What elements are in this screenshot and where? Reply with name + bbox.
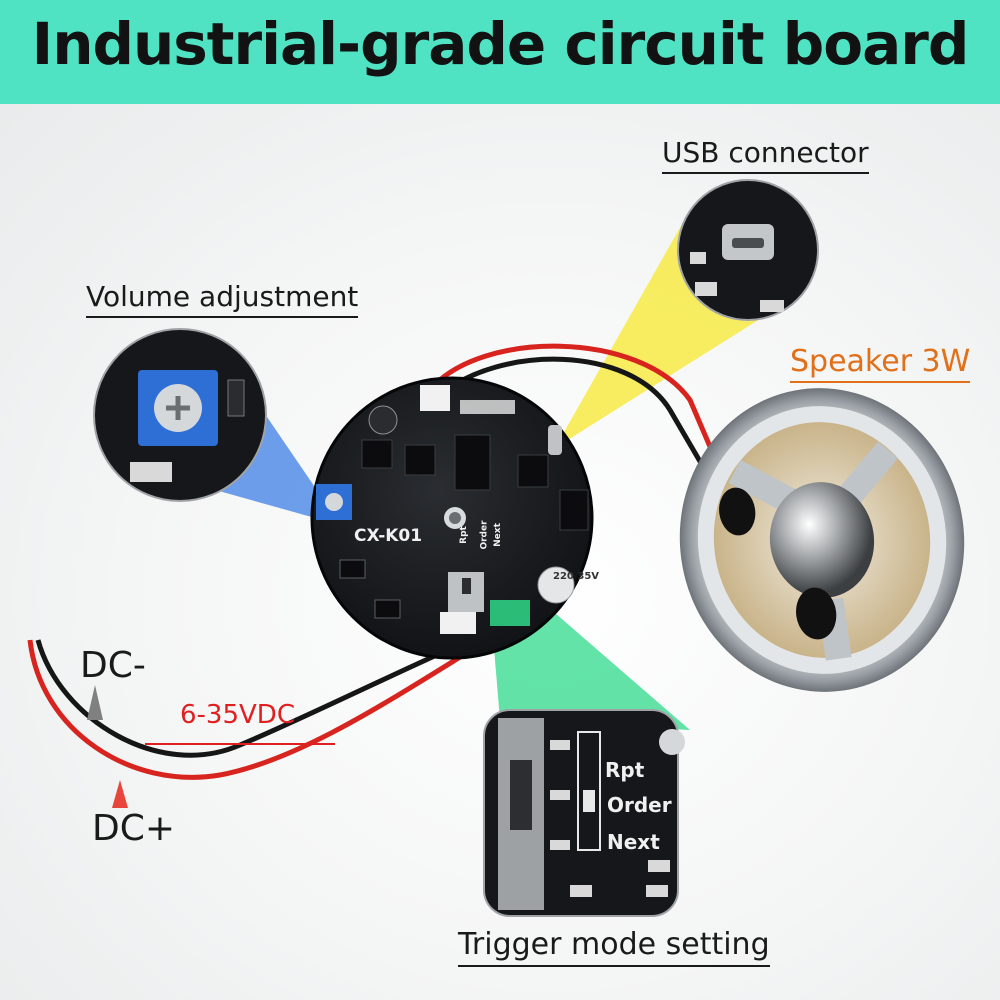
power-wire-black xyxy=(35,637,472,758)
trigger-zoom-inset xyxy=(483,709,685,917)
title-banner xyxy=(0,0,1000,104)
board-mode-next: Next xyxy=(492,523,503,547)
dc-minus-arrow xyxy=(87,685,103,720)
dc-minus-label: DC- xyxy=(80,645,146,686)
circuit-board xyxy=(310,376,594,660)
trigger-highlight-beam xyxy=(490,600,690,730)
speaker-wire-black xyxy=(438,356,708,472)
speaker xyxy=(679,388,965,692)
inset-mode-order: Order xyxy=(607,793,672,817)
dc-plus-arrow xyxy=(112,780,128,808)
voltage-underline xyxy=(145,743,335,745)
power-wire-red xyxy=(27,639,480,780)
board-model-label: CX-K01 xyxy=(354,526,423,546)
voltage-range-label: 6-35VDC xyxy=(180,700,295,730)
capacitor-rating: 220 35V xyxy=(553,571,600,582)
speaker-label: Speaker 3W xyxy=(790,344,971,383)
volume-zoom-inset xyxy=(93,328,267,502)
speaker-wire-red xyxy=(428,343,723,471)
dc-plus-label: DC+ xyxy=(92,808,176,849)
board-mode-rpt: Rpt xyxy=(458,526,469,544)
usb-connector-label: USB connector xyxy=(662,136,869,174)
usb-zoom-inset xyxy=(677,179,819,321)
volume-adjustment-label: Volume adjustment xyxy=(86,280,359,318)
inset-mode-rpt: Rpt xyxy=(605,758,645,782)
banner-title: Industrial-grade circuit board xyxy=(31,10,970,78)
board-mode-order: Order xyxy=(479,520,490,550)
trigger-mode-label: Trigger mode setting xyxy=(458,927,770,967)
inset-mode-next: Next xyxy=(607,830,660,854)
